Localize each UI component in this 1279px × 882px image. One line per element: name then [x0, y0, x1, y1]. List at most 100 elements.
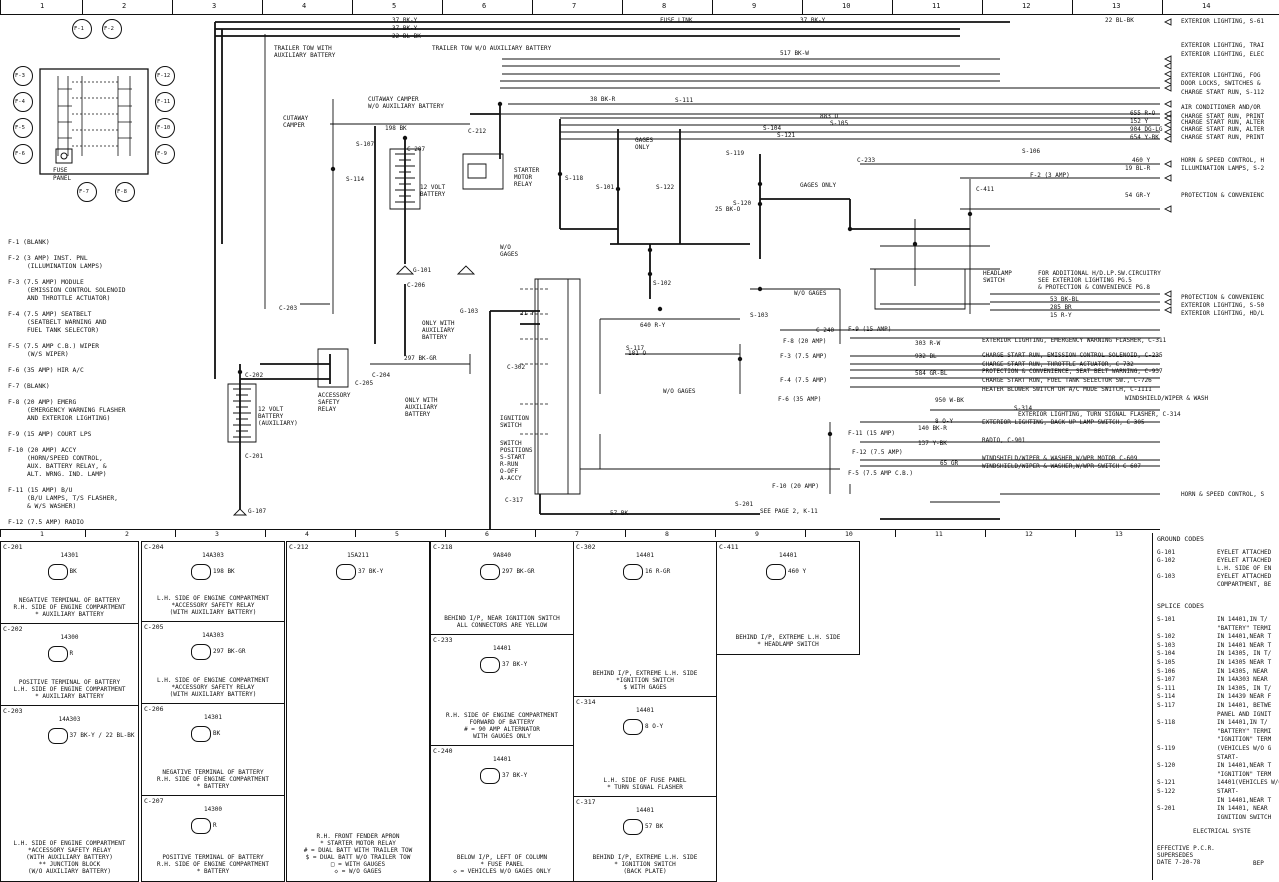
connector-icon: [623, 719, 643, 735]
connector-view-id: C-317: [576, 798, 596, 806]
ruler-top-tick: [442, 0, 443, 14]
ruler-top-number: 2: [122, 2, 127, 10]
circuit-destination-label: CHARGE START RUN, PRINT: [1181, 113, 1265, 120]
fuse-circle-f-5: F-5: [13, 118, 33, 138]
connector-location-text: L.H. SIDE OF ENGINE COMPARTMENT *ACCESSO…: [13, 840, 126, 875]
circuit-destination-label: WINDSHIELD/WIPER & WASH: [1125, 395, 1209, 402]
fuse-label: F-11: [157, 99, 171, 105]
splice-label: S-121: [777, 132, 796, 139]
connector-view-id: C-302: [576, 543, 596, 551]
ruler-top-tick: [172, 0, 173, 14]
wire: [395, 153, 415, 203]
splice-dot: [402, 135, 408, 141]
wire: [500, 58, 1160, 89]
fuse-circle-f-1: F-1: [72, 19, 92, 39]
ruler-top-tick: [712, 0, 713, 14]
wire: [489, 310, 540, 529]
wire-code-label: 285 BR: [1050, 304, 1072, 311]
connector-label: C-204: [372, 372, 391, 379]
connector-wire-code: 297 BK-GR: [213, 648, 246, 655]
ruler-mid-tick: [715, 529, 716, 537]
fuse-circle-f-8: F-8: [115, 182, 135, 202]
connector-label: C-212: [468, 128, 487, 135]
wire-code-label: 654 Y-BK: [1130, 134, 1159, 141]
wire: [1163, 18, 1172, 26]
connector-part-number: 15A211: [347, 552, 369, 559]
splice-dot: [647, 247, 653, 253]
switch-positions-label: SWITCH POSITIONS S-START R-RUN O-OFF A-A…: [500, 440, 533, 482]
ruler-top-number: 12: [1022, 2, 1031, 10]
connector-view-id: C-218: [433, 543, 453, 551]
fuse-reference-label: F-6 (35 AMP): [778, 396, 822, 403]
fuse-circle-f-2: F-2: [102, 19, 122, 39]
circuit-destination-label: HEATER BLOWER SWITCH OR A/C MODE SWITCH,…: [982, 386, 1152, 393]
connector-wire-code: 460 Y: [788, 568, 807, 575]
fuse-reference-label: F-4 (7.5 AMP): [780, 377, 827, 384]
wire: [580, 434, 840, 470]
ruler-mid-tick: [805, 529, 806, 537]
splice-label: S-114: [346, 176, 365, 183]
connector-part-number: 14A303: [202, 632, 224, 639]
wire: [1163, 306, 1172, 314]
connector-icon: [47, 564, 68, 580]
electrical-system-footer: ELECTRICAL SYSTE: [1193, 828, 1251, 835]
connector-location-text: L.H. SIDE OF FUSE PANEL * TURN SIGNAL FL…: [603, 777, 687, 791]
fuse-label: F-7: [79, 189, 89, 195]
wire: [780, 329, 1160, 388]
fuse-label: F-8: [117, 189, 127, 195]
fuse-circle-f-3: F-3: [13, 66, 33, 86]
splice-dot: [330, 166, 336, 172]
connector-part-number: 14300: [203, 806, 223, 813]
connector-part-number: 14A303: [58, 716, 81, 723]
splice-code: S-106: [1157, 667, 1176, 675]
fuse-reference-label: F-10 (20 AMP): [772, 483, 819, 490]
splice-dot: [737, 356, 743, 362]
ruler-top-number: 5: [392, 2, 397, 10]
circuit-destination-label: EXTERIOR LIGHTING, EMERGENCY WARNING FLA…: [982, 337, 1167, 344]
wire: [1163, 77, 1172, 85]
fuse-reference-label: F-11 (15 AMP): [848, 430, 895, 437]
ruler-top-number: 1: [40, 2, 45, 10]
fuse-note-11: F-11 (15 AMP) B/U (B/U LAMPS, T/S FLASHE…: [8, 487, 118, 510]
wo-gages-label-2: W/O GAGES: [794, 290, 827, 297]
connector-label: C-302: [507, 364, 526, 371]
ruler-top-number: 7: [572, 2, 577, 10]
wire: [374, 126, 406, 356]
fuse-note-12: F-12 (7.5 AMP) RADIO: [8, 519, 84, 526]
aux-battery-label: 12 VOLT BATTERY (AUXILIARY): [258, 406, 298, 427]
wire: [300, 303, 471, 374]
wire-code-label: 904 DG-LG: [1130, 126, 1163, 133]
connector-location-text: NEGATIVE TERMINAL OF BATTERY R.H. SIDE O…: [157, 769, 269, 790]
splice-label: S-105: [830, 120, 849, 127]
fuse-reference-label: F-5 (7.5 AMP C.B.): [848, 470, 914, 477]
connector-label: C-201: [245, 453, 264, 460]
wire: [462, 153, 504, 190]
circuit-destination-label: CHARGE START RUN, S-112: [1181, 89, 1265, 96]
splice-code-text: IN 14401,NEAR T: [1217, 762, 1272, 770]
splice-code: S-114: [1157, 693, 1176, 701]
splice-code-text: IGNITION SWITCH: [1217, 813, 1272, 821]
fuse-panel-drawing: [39, 68, 149, 175]
circuit-destination-label: HORN & SPEED CONTROL, H: [1181, 157, 1265, 164]
wire-code-label: 137 Y-BK: [918, 440, 947, 447]
connector-wire-code: 37 BK-Y: [502, 661, 528, 668]
splice-code: S-122: [1157, 788, 1176, 795]
wire-code-label: 37 BK-Y: [392, 25, 418, 32]
wire: [215, 21, 1010, 37]
connector-wire-code: 57 BK: [645, 823, 664, 830]
ruler-top-number: 6: [482, 2, 487, 10]
connector-icon: [766, 564, 786, 580]
wire-code-label: 8 O-Y: [935, 418, 954, 425]
fuse-note-2: F-2 (3 AMP) INST. PNL (ILLUMINATION LAMP…: [8, 255, 103, 270]
connector-location-text: BELOW I/P, LEFT OF COLUMN * FUSE PANEL ◇…: [453, 854, 551, 875]
ground-code: G-101: [1157, 549, 1176, 556]
fuse-reference-label: F-12 (7.5 AMP): [852, 449, 903, 456]
splice-code: S-119: [1157, 745, 1176, 752]
ignition-switch-label: IGNITION SWITCH: [500, 415, 529, 429]
ruler-top-tick: [352, 0, 353, 14]
fuse-label: F-4: [15, 99, 25, 105]
connector-location-text: L.H. SIDE OF ENGINE COMPARTMENT *ACCESSO…: [157, 677, 269, 698]
